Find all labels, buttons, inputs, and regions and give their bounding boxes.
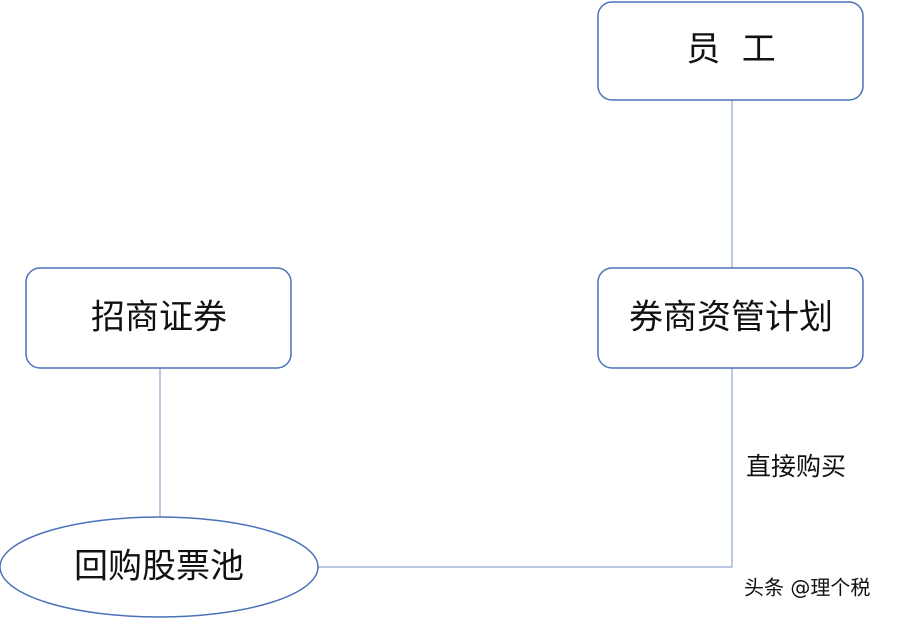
node-buyback-pool-label: 回购股票池: [74, 547, 244, 587]
node-broker-plan-label: 券商资管计划: [629, 298, 833, 338]
node-broker-plan: 券商资管计划: [597, 267, 864, 369]
node-cmb-securities-label: 招商证券: [91, 298, 227, 338]
connector-pool-to-plan: [318, 368, 733, 568]
node-employee-label: 员 工: [686, 30, 776, 70]
node-cmb-securities-box: [25, 267, 292, 369]
node-buyback-pool-ellipse: [0, 516, 319, 618]
node-cmb-securities: 招商证券: [25, 267, 292, 369]
node-buyback-pool: 回购股票池: [0, 516, 319, 618]
edge-label-direct-purchase: 直接购买: [746, 452, 846, 481]
watermark-text: 头条 @理个税: [744, 576, 870, 600]
node-employee: 员 工: [597, 1, 864, 101]
node-broker-plan-box: [597, 267, 864, 369]
node-employee-box: [597, 1, 864, 101]
